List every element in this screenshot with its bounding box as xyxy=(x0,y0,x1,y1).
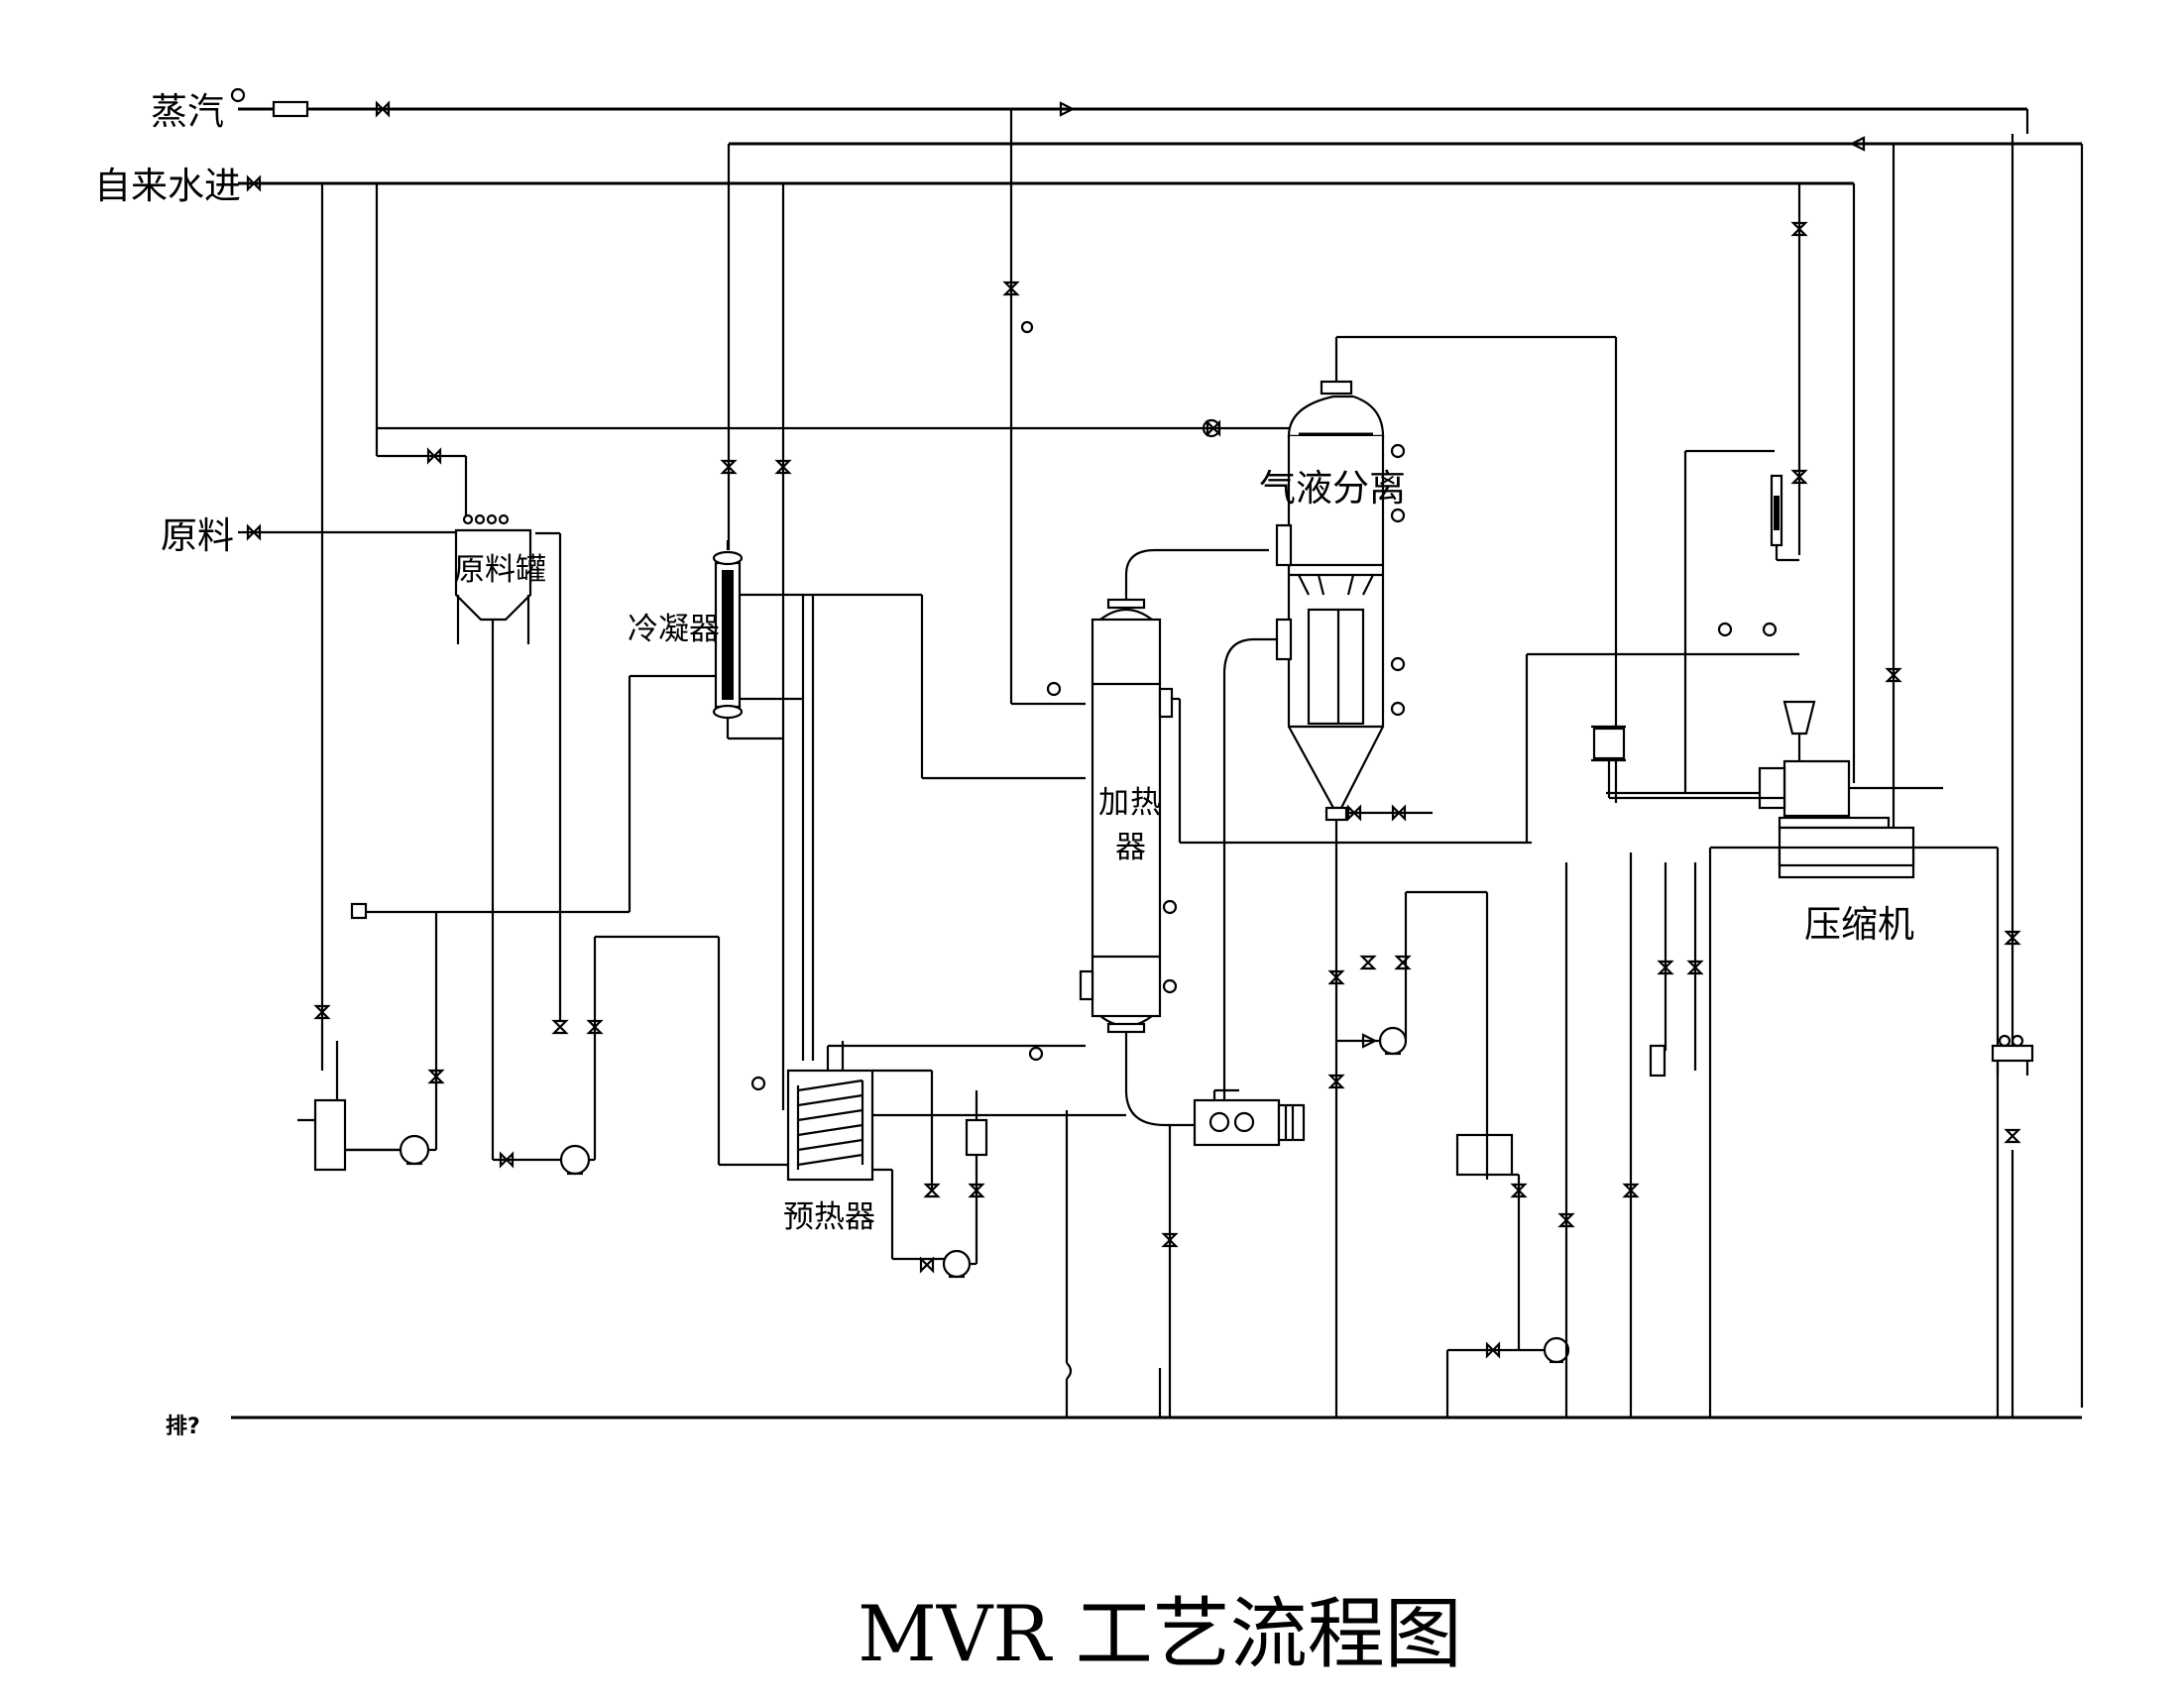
heater-label-3: 器 xyxy=(1115,830,1146,865)
tap-water-inlet-label: 自来水进 xyxy=(94,165,241,207)
collection-tank xyxy=(1455,1133,1521,1350)
condenser-label: 冷凝器 xyxy=(628,612,720,647)
raw-material-inlet-label: 原料 xyxy=(161,514,234,557)
pressure-gauges xyxy=(750,320,1778,1091)
compressor xyxy=(1525,449,2000,1418)
valves xyxy=(246,100,2021,1359)
compressor-label: 压缩机 xyxy=(1804,903,1914,946)
heater-label-1: 加 xyxy=(1098,785,1129,821)
preheater-label: 预热器 xyxy=(783,1199,875,1235)
level-gauge xyxy=(1770,474,1799,562)
condenser xyxy=(628,540,1086,1061)
gas-liquid-separator xyxy=(1222,335,1618,1418)
circulation-pump xyxy=(1168,1088,1306,1418)
steam-inlet-label: 蒸汽 xyxy=(151,90,224,133)
pump-3 xyxy=(942,1090,988,1279)
heater xyxy=(1079,548,1532,1127)
pump-1 xyxy=(322,910,630,1166)
tap-water-header xyxy=(238,181,1856,783)
right-water-trap xyxy=(1991,1034,2034,1076)
return-header xyxy=(729,136,2084,1408)
pump-2 xyxy=(493,935,788,1176)
diagram-title: MVR 工艺流程图 xyxy=(858,1590,1462,1679)
preheater xyxy=(786,1041,1126,1261)
pump-5 xyxy=(1445,862,1570,1418)
heater-label-2: 热 xyxy=(1130,785,1161,821)
compressor-side-lines xyxy=(1629,852,1710,1419)
steam-header xyxy=(230,87,2029,134)
header-branches xyxy=(320,109,2014,1110)
feed-tank xyxy=(238,513,562,1160)
drain-label: 排? xyxy=(166,1415,200,1439)
separator-label: 气液分离 xyxy=(1259,467,1406,510)
drain-header xyxy=(231,1110,2082,1419)
buffer-vessel xyxy=(1591,725,1784,800)
left-steam-trap xyxy=(297,902,436,1172)
pump-4 xyxy=(1336,890,1489,1180)
feed-tank-label: 原料罐 xyxy=(454,552,546,588)
